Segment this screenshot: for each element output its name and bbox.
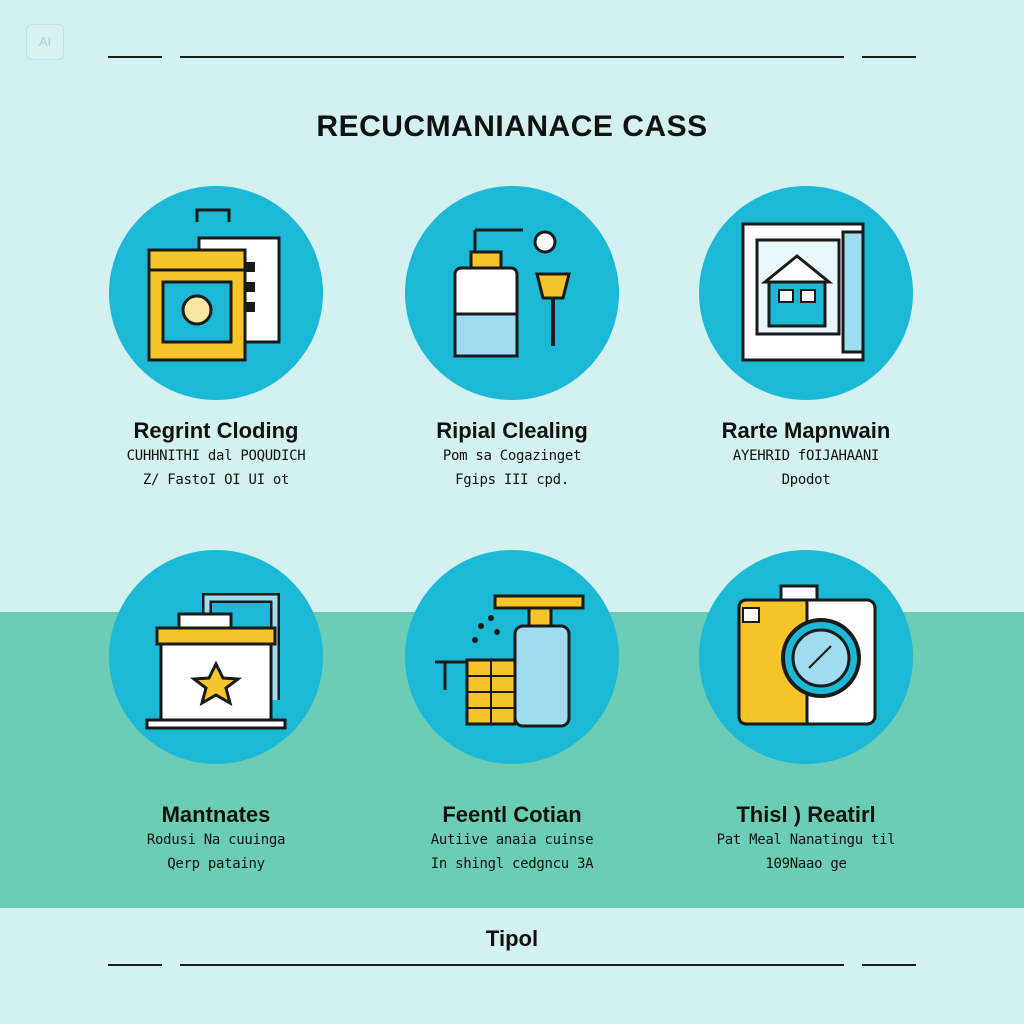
card-3-line-2: Dpodot	[781, 472, 831, 488]
card-1-line-2: Z/ FastoI OI UI ot	[142, 472, 290, 488]
card-5: Feentl Cotian Autiive anaia cuinse In sh…	[362, 550, 662, 876]
card-3-circle	[699, 186, 913, 400]
top-rule-right	[862, 56, 916, 58]
card-6-line-1: Pat Meal Nanatingu til	[716, 832, 896, 848]
card-3: Rarte Mapnwain AYEHRID fOIJAHAANI Dpodot	[656, 186, 956, 492]
card-1: Regrint Cloding CUHHNITHI dal POQUDICH Z…	[66, 186, 366, 492]
camera-icon	[737, 584, 877, 726]
card-5-line-2: In shingl cedgncu 3A	[430, 856, 594, 872]
card-3-title: Rarte Mapnwain	[721, 418, 891, 443]
card-6-title: Thisl ) Reatirl	[736, 802, 876, 827]
card-4-line-1: Rodusi Na cuuinga	[146, 832, 286, 848]
page-title: RECUCMANIANACE CASS	[316, 110, 708, 143]
card-2-line-1: Pom sa Cogazinget	[442, 448, 582, 464]
card-1-title: Regrint Cloding	[133, 418, 299, 443]
ai-badge: AI	[26, 24, 64, 60]
card-4-title: Mantnates	[161, 802, 271, 827]
spray-bottle-icon	[453, 228, 571, 358]
footer-label: Tipol	[485, 926, 539, 951]
bottom-rule-center	[180, 964, 844, 966]
card-6-circle	[699, 550, 913, 764]
card-2: Ripial Clealing Pom sa Cogazinget Fgips …	[362, 186, 662, 492]
heater-box-icon	[145, 593, 287, 730]
card-2-circle	[405, 186, 619, 400]
card-1-circle	[109, 186, 323, 400]
card-2-title: Ripial Clealing	[436, 418, 588, 443]
top-rule-center	[180, 56, 844, 58]
card-4: Mantnates Rodusi Na cuuinga Qerp patainy	[66, 550, 366, 876]
bottom-rule-left	[108, 964, 162, 966]
card-5-circle	[405, 550, 619, 764]
card-5-line-1: Autiive anaia cuinse	[430, 832, 594, 848]
card-3-line-1: AYEHRID fOIJAHAANI	[732, 448, 880, 464]
card-4-line-2: Qerp patainy	[167, 856, 265, 872]
card-5-title: Feentl Cotian	[442, 802, 582, 827]
spray-cleaner-icon	[435, 594, 585, 728]
top-rule-left	[108, 56, 162, 58]
card-6: Thisl ) Reatirl Pat Meal Nanatingu til 1…	[656, 550, 956, 876]
card-4-circle	[109, 550, 323, 764]
washing-machine-icon	[147, 208, 281, 362]
window-frame-icon	[741, 222, 865, 362]
card-1-line-1: CUHHNITHI dal POQUDICH	[126, 448, 306, 464]
card-2-line-2: Fgips III cpd.	[455, 472, 569, 488]
bottom-rule-right	[862, 964, 916, 966]
card-6-line-2: 109Naao ge	[765, 856, 847, 872]
